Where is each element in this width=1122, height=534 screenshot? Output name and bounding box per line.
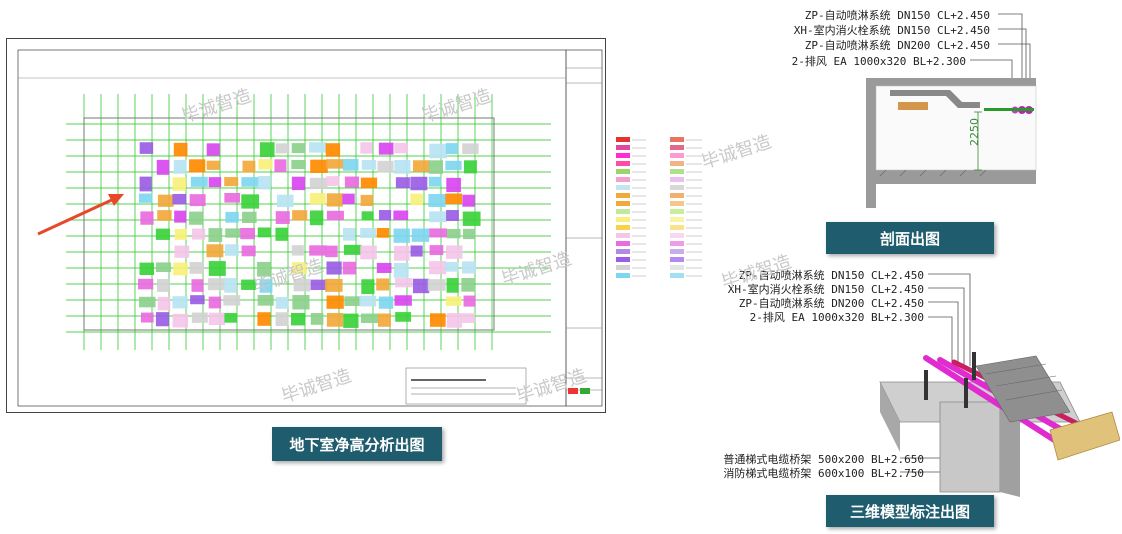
model-label-5: 普通梯式电缆桥架 500x200 BL+2.650 xyxy=(723,453,924,466)
model-label-4: 2-排风 EA 1000x320 BL+2.300 xyxy=(749,311,924,324)
clearance-zones xyxy=(138,142,481,328)
section-label-2: XH-室内消火栓系统 DN150 CL+2.450 xyxy=(793,24,990,37)
section-drawing: 2250 xyxy=(866,13,1037,208)
model-label-3: ZP-自动喷淋系统 DN200 CL+2.450 xyxy=(738,297,924,310)
plan-drawing-panel xyxy=(6,38,606,413)
section-drawing-panel: 2250 ZP-自动喷淋系统 DN150 CL+2.450 XH-室内消火栓系统… xyxy=(740,0,1100,215)
model-label-6: 消防梯式电缆桥架 600x100 BL+2.750 xyxy=(723,467,924,480)
model3d-panel: ZP-自动喷淋系统 DN150 CL+2.450 XH-室内消火栓系统 DN15… xyxy=(723,262,1121,502)
plan-drawing xyxy=(6,38,606,413)
section-label-1: ZP-自动喷淋系统 DN150 CL+2.450 xyxy=(804,9,990,22)
section-dimension: 2250 xyxy=(968,118,981,146)
model3d-drawing xyxy=(879,273,1121,497)
model3d-caption: 三维模型标注出图 xyxy=(826,495,994,527)
section-label-3: ZP-自动喷淋系统 DN200 CL+2.450 xyxy=(804,39,990,52)
section-label-4: 2-排风 EA 1000x320 BL+2.300 xyxy=(791,55,966,68)
color-legend xyxy=(614,135,710,285)
red-arrow xyxy=(37,194,124,236)
model-label-1: ZP-自动喷淋系统 DN150 CL+2.450 xyxy=(738,269,924,282)
section-caption: 剖面出图 xyxy=(826,222,994,254)
plan-caption: 地下室净高分析出图 xyxy=(272,427,442,461)
model-label-2: XH-室内消火栓系统 DN150 CL+2.450 xyxy=(727,283,924,296)
